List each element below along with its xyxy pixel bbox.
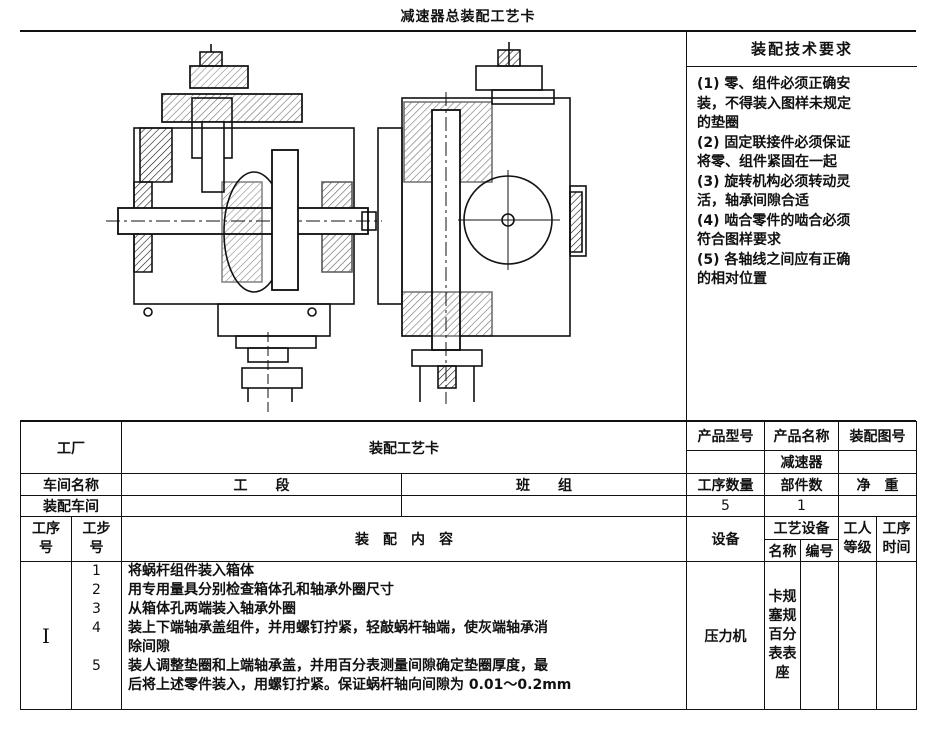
- assembly-process-card-table: 工厂 装配工艺卡 产品型号 产品名称 装配图号 减速器 车间名称 工 段 班 组…: [20, 421, 917, 710]
- requirement-line: 活，轴承间隙合适: [697, 193, 809, 209]
- reducer-assembly-drawing: [106, 42, 587, 414]
- process-no-header-line: 工序: [32, 521, 60, 537]
- step-no-header-line: 号: [89, 540, 104, 556]
- worker-grade-value: [838, 561, 877, 710]
- step-number: 5: [92, 658, 101, 674]
- step-content-line: 除间隙: [128, 639, 170, 655]
- tooling-name-line: 卡规: [768, 589, 797, 605]
- equipment-header: 设备: [686, 516, 765, 562]
- process-no-header: 工序 号: [20, 516, 72, 562]
- step-no-header-line: 工步: [82, 521, 111, 537]
- requirement-line: (3) 旋转机构必须转动灵: [697, 173, 851, 190]
- step-content-line: 后将上述零件装入，用螺钉拧紧。保证蜗杆轴向间隙为 0.01～0.2mm: [128, 677, 572, 693]
- step-content-line: 将蜗杆组件装入箱体: [128, 563, 254, 579]
- requirement-line: 装，不得装入图样未规定: [697, 95, 851, 112]
- step-contents: 将蜗杆组件装入箱体 用专用量具分别检查箱体孔和轴承外圈尺寸 从箱体孔两端装入轴承…: [121, 561, 687, 710]
- assembly-workshop-label: 装配车间: [20, 495, 122, 517]
- worker-grade-header-line: 等级: [843, 540, 872, 556]
- tooling-header: 工艺设备: [764, 516, 839, 540]
- tooling-name-line: 座: [775, 665, 790, 681]
- card-title: 装配工艺卡: [121, 421, 687, 474]
- factory-label: 工厂: [20, 421, 122, 474]
- process-time-header: 工序 时间: [876, 516, 917, 562]
- process-time-header-line: 工序: [882, 521, 911, 537]
- step-number: 2: [92, 582, 101, 598]
- parts-count-label: 部件数: [764, 473, 839, 496]
- tooling-no-value: [800, 561, 839, 710]
- assembly-requirements-panel: 装配技术要求 (1) 零、组件必须正确安 装，不得装入图样未规定 的垫圈 (2)…: [686, 32, 917, 420]
- top-rule: [20, 30, 916, 32]
- worker-grade-header-line: 工人: [843, 521, 872, 537]
- requirement-line: (4) 啮合零件的啮合必须: [697, 212, 851, 229]
- requirement-line: 将零、组件紧固在一起: [697, 154, 837, 170]
- assembly-drawing-value: [838, 450, 917, 474]
- requirements-heading: 装配技术要求: [687, 32, 917, 67]
- requirement-line: (2) 固定联接件必须保证: [697, 134, 851, 151]
- requirement-line: 的相对位置: [697, 271, 767, 287]
- tooling-name-values: 卡规 塞规 百分 表表 座: [764, 561, 801, 710]
- process-no-value: I: [20, 561, 72, 710]
- step-number: [73, 638, 121, 657]
- step-content-line: 用专用量具分别检查箱体孔和轴承外圈尺寸: [128, 582, 394, 598]
- product-model-label: 产品型号: [686, 421, 765, 451]
- tooling-name-line: 百分: [768, 627, 797, 643]
- step-number: 4: [92, 620, 101, 636]
- tooling-no-header: 编号: [800, 539, 839, 562]
- process-time-header-line: 时间: [882, 540, 911, 556]
- net-weight-label: 净 重: [838, 473, 917, 496]
- parts-count-value: 1: [764, 495, 839, 517]
- step-numbers: 1 2 3 4 5: [71, 561, 122, 710]
- requirements-list: (1) 零、组件必须正确安 装，不得装入图样未规定 的垫圈 (2) 固定联接件必…: [687, 67, 917, 290]
- worker-grade-header: 工人 等级: [838, 516, 877, 562]
- step-content-line: 装上下端轴承盖组件，并用螺钉拧紧，轻敲蜗杆轴端，使灰端轴承消: [128, 620, 548, 636]
- process-no-header-line: 号: [39, 540, 53, 556]
- assembly-drawing-label: 装配图号: [838, 421, 917, 451]
- tooling-name-line: 表表: [768, 646, 797, 662]
- team-value: [401, 495, 687, 517]
- step-number: [73, 676, 121, 695]
- requirement-line: 符合图样要求: [697, 232, 781, 248]
- step-content-line: 装人调整垫圈和上端轴承盖，并用百分表测量间隙确定垫圈厚度，最: [128, 658, 548, 674]
- step-content-line: 从箱体孔两端装入轴承外圈: [128, 601, 296, 617]
- process-count-label: 工序数量: [686, 473, 765, 496]
- process-time-value: [876, 561, 917, 710]
- document-title: 减速器总装配工艺卡: [400, 9, 536, 25]
- workshop-name-label: 车间名称: [20, 473, 122, 496]
- team-label: 班 组: [401, 473, 687, 496]
- product-model-value: [686, 450, 765, 474]
- step-no-header: 工步 号: [71, 516, 122, 562]
- net-weight-value: [838, 495, 917, 517]
- process-count-value: 5: [686, 495, 765, 517]
- requirement-line: (1) 零、组件必须正确安: [697, 76, 851, 92]
- tooling-name-line: 塞规: [768, 608, 797, 624]
- section-value: [121, 495, 402, 517]
- tooling-name-header: 名称: [764, 539, 801, 562]
- product-name-label: 产品名称: [764, 421, 839, 451]
- requirement-line: (5) 各轴线之间应有正确: [697, 251, 851, 268]
- step-number: 3: [92, 601, 101, 617]
- step-number: 1: [92, 563, 101, 579]
- requirement-line: 的垫圈: [697, 115, 739, 131]
- section-label: 工 段: [121, 473, 402, 496]
- product-name-value: 减速器: [764, 450, 839, 474]
- equipment-value: 压力机: [686, 561, 765, 710]
- content-header: 装 配 内 容: [121, 516, 687, 562]
